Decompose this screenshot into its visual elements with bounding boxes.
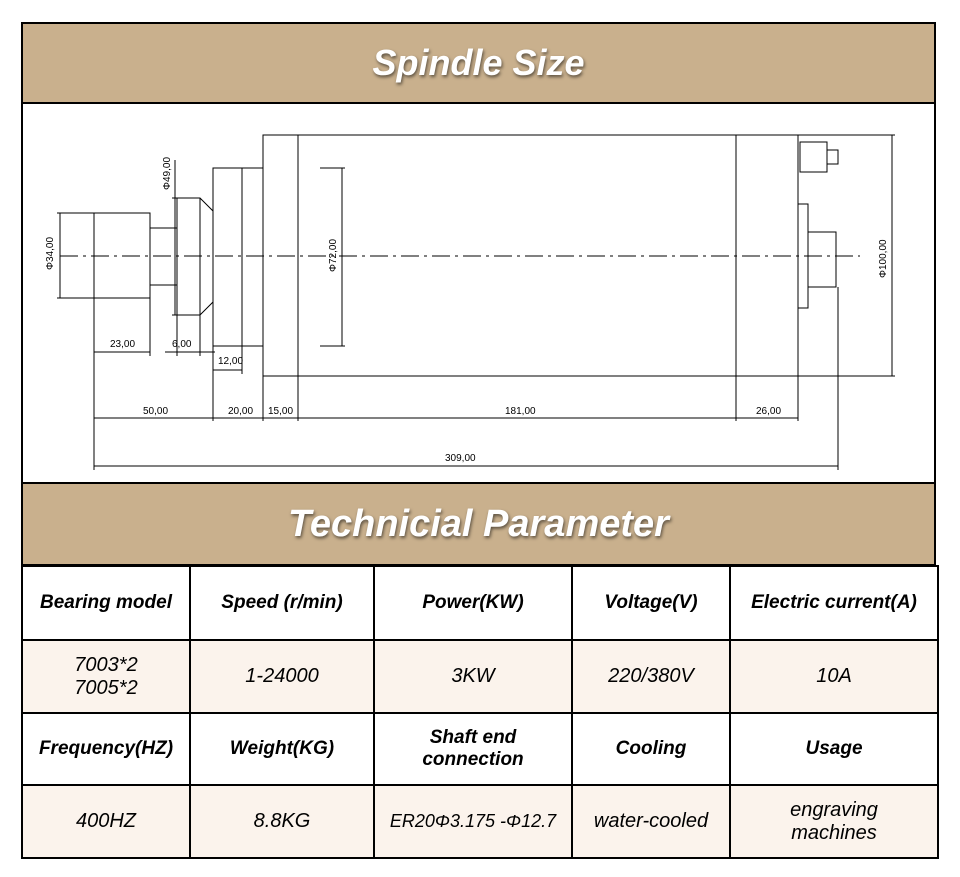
header-usage: Usage <box>729 712 939 786</box>
power-connector <box>807 231 837 288</box>
spindle-technical-drawing: Φ34,00 Φ49,00 Φ72,00 Φ100,00 23,00 6,00 … <box>45 134 895 470</box>
dim-len-15: 15,00 <box>268 406 293 417</box>
value-voltage: 220/380V <box>571 639 731 714</box>
dim-len-309: 309,00 <box>445 453 476 464</box>
value-electric-current: 10A <box>729 639 939 714</box>
value-bearing-model: 7003*2 7005*2 <box>21 639 191 714</box>
technical-parameter-banner: Technicial Parameter <box>21 482 936 566</box>
dim-len-26: 26,00 <box>756 406 781 417</box>
dim-diameter-72: Φ72,00 <box>328 239 339 272</box>
header-speed: Speed (r/min) <box>189 565 375 641</box>
dim-len-181: 181,00 <box>505 406 536 417</box>
value-cooling: water-cooled <box>571 784 731 859</box>
value-frequency: 400HZ <box>21 784 191 859</box>
dim-len-6: 6,00 <box>172 339 192 350</box>
cooling-nozzle <box>799 141 828 173</box>
value-usage: engraving machines <box>729 784 939 859</box>
header-bearing-model: Bearing model <box>21 565 191 641</box>
header-cooling: Cooling <box>571 712 731 786</box>
table-row: Bearing model Speed (r/min) Power(KW) Vo… <box>21 565 939 641</box>
value-shaft-end-connection: ER20Φ3.175 -Φ12.7 <box>373 784 573 859</box>
value-power: 3KW <box>373 639 573 714</box>
value-speed: 1-24000 <box>189 639 375 714</box>
table-row: Frequency(HZ) Weight(KG) Shaft end conne… <box>21 712 939 786</box>
value-weight: 8.8KG <box>189 784 375 859</box>
dim-diameter-100: Φ100,00 <box>878 239 889 278</box>
header-shaft-end-connection: Shaft end connection <box>373 712 573 786</box>
table-row: 7003*2 7005*2 1-24000 3KW 220/380V 10A <box>21 639 939 714</box>
dim-len-50: 50,00 <box>143 406 168 417</box>
dim-len-23: 23,00 <box>110 339 135 350</box>
technical-parameter-title: Technicial Parameter <box>288 502 669 545</box>
table-row: 400HZ 8.8KG ER20Φ3.175 -Φ12.7 water-cool… <box>21 784 939 859</box>
dim-diameter-49: Φ49,00 <box>162 157 173 190</box>
header-frequency: Frequency(HZ) <box>21 712 191 786</box>
spindle-size-title: Spindle Size <box>372 42 585 83</box>
parameter-table: Bearing model Speed (r/min) Power(KW) Vo… <box>21 565 939 859</box>
dim-len-20: 20,00 <box>228 406 253 417</box>
spindle-size-banner: Spindle Size <box>21 22 936 104</box>
dim-diameter-34: Φ34,00 <box>45 237 56 270</box>
header-electric-current: Electric current(A) <box>729 565 939 641</box>
dim-len-12: 12,00 <box>218 356 243 367</box>
header-weight: Weight(KG) <box>189 712 375 786</box>
header-power: Power(KW) <box>373 565 573 641</box>
front-flange <box>212 167 264 347</box>
header-voltage: Voltage(V) <box>571 565 731 641</box>
